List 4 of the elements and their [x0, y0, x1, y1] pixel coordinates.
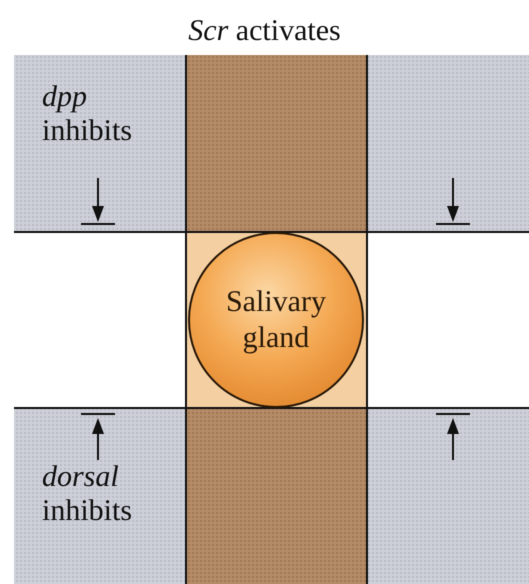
- region-label: dpp inhibits: [42, 80, 132, 148]
- title: Scr activates: [187, 14, 342, 48]
- node-label: Salivary gland: [226, 284, 326, 356]
- region-label: dorsal inhibits: [42, 460, 132, 528]
